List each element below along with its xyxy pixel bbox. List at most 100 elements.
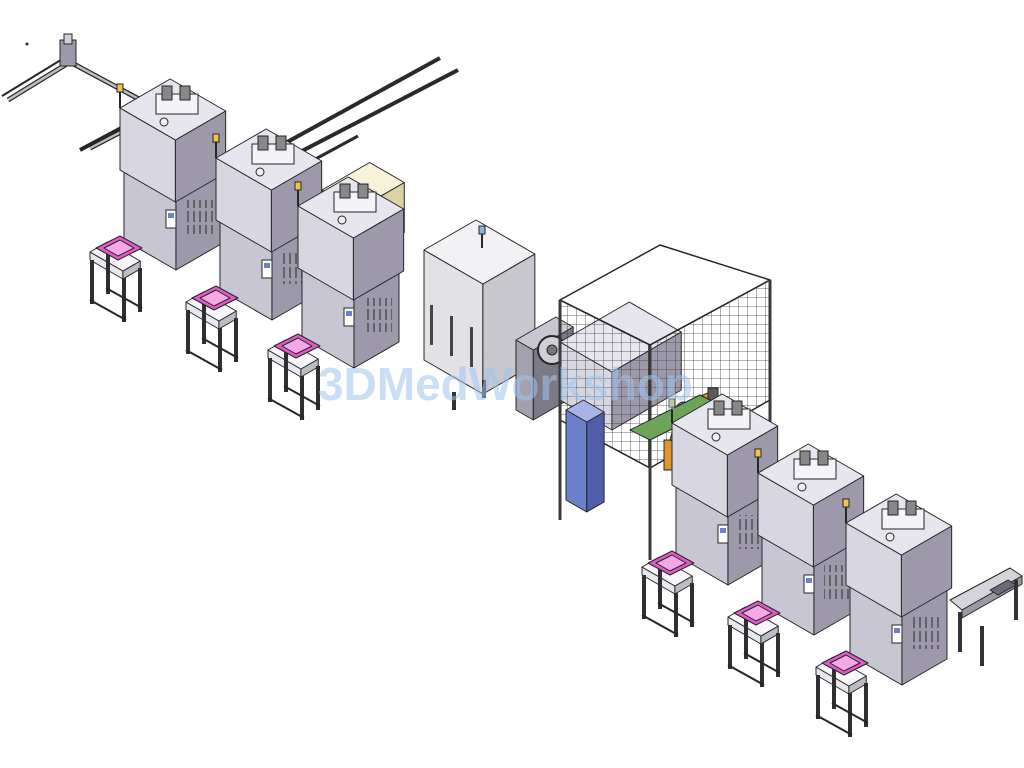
parts-rack-front: [565, 409, 588, 513]
m1-screen: [168, 213, 174, 218]
conveyor-leg: [980, 626, 984, 666]
m5-stand-brace: [743, 652, 781, 674]
m3-stand-leg: [268, 358, 272, 402]
m3-spindle-a: [339, 183, 351, 199]
m3-spindle-b: [357, 183, 369, 199]
cabinet-body: [423, 219, 536, 395]
m2-stand-leg: [186, 310, 190, 354]
m5-stand-leg: [760, 643, 764, 687]
m3-vents: [364, 298, 392, 332]
m2-spindle-b: [275, 135, 287, 151]
m4-tray-inner: [655, 554, 687, 572]
m4-stand-leg: [642, 575, 646, 619]
m1-stand-leg: [90, 260, 94, 304]
process-machine-1: [89, 78, 227, 322]
m1-tray-inner: [103, 239, 135, 257]
cabinet-signal-light: [478, 225, 486, 235]
m1-control-panel: [165, 209, 177, 229]
watermark-text: 3DMedWorkshop: [318, 358, 693, 410]
m6-spindle-b: [905, 500, 917, 516]
m2-gauge: [255, 167, 265, 177]
m1-gauge: [159, 117, 169, 127]
m1-stand-brace: [89, 299, 127, 321]
m3-screen: [346, 311, 352, 316]
m3-gauge: [337, 215, 347, 225]
m6-stand-leg: [864, 683, 868, 727]
m4-stand-brace: [641, 614, 679, 636]
m5-stand-leg: [776, 633, 780, 677]
m3-stand-brace: [267, 397, 305, 419]
m5-stand-leg: [744, 615, 748, 659]
m2-stand-brace: [185, 349, 223, 371]
m5-stand-brace: [727, 664, 765, 686]
m4-spindle-b: [731, 400, 743, 416]
electrical-cabinet: [423, 219, 536, 410]
gantry-rail: [1, 57, 65, 97]
gantry-motor: [63, 33, 73, 45]
m1-spindle-a: [161, 85, 173, 101]
m2-signal-light: [212, 133, 220, 143]
m6-gauge: [885, 532, 895, 542]
parts-rack-side: [586, 411, 605, 513]
m3-control-panel: [343, 307, 355, 327]
m4-stand-brace: [657, 602, 695, 624]
m3-tray-inner: [281, 337, 313, 355]
m2-tray-inner: [199, 289, 231, 307]
m6-spindle-a: [887, 500, 899, 516]
cabinet-leg: [452, 392, 456, 410]
m5-gauge: [797, 482, 807, 492]
m2-stand-leg: [218, 328, 222, 372]
m1-stand-leg: [122, 278, 126, 322]
m1-vents: [186, 200, 214, 234]
m5-tray-inner: [741, 604, 773, 622]
m5-housing: [757, 443, 865, 568]
m2-stand-leg: [202, 300, 206, 344]
m4-control-panel: [717, 524, 729, 544]
cabinet-slot: [430, 305, 433, 345]
m6-vents: [912, 615, 940, 649]
m4-screen: [720, 528, 726, 533]
conveyor-leg: [1014, 580, 1018, 620]
m6-screen: [894, 628, 900, 633]
process-machine-6: [815, 493, 953, 737]
m4-stand-leg: [674, 593, 678, 637]
m3-stand-leg: [316, 366, 320, 410]
m3-stand-brace: [283, 385, 321, 407]
m3-signal-light: [294, 181, 302, 191]
m6-stand-leg: [816, 675, 820, 719]
transfer-hub: [546, 344, 558, 356]
m6-stand-leg: [848, 693, 852, 737]
m5-stand-leg: [728, 625, 732, 669]
m6-signal-light: [842, 498, 850, 508]
m3-stand-leg: [284, 348, 288, 392]
m1-stand-leg: [138, 268, 142, 312]
m1-stand-leg: [106, 250, 110, 294]
cabinet-leg: [482, 380, 486, 398]
process-machine-5: [727, 443, 865, 687]
m3-stand-leg: [300, 376, 304, 420]
m4-stand-leg: [690, 583, 694, 627]
process-machine-3: [267, 176, 405, 420]
m2-stand-leg: [234, 318, 238, 362]
m4-gauge: [711, 432, 721, 442]
parts-rack-top: [565, 399, 605, 423]
robot-safety-cell: [558, 244, 772, 560]
parts-rack: [565, 399, 605, 513]
m2-stand-brace: [201, 337, 239, 359]
m2-control-panel: [261, 259, 273, 279]
m2-spindle-a: [257, 135, 269, 151]
m1-stand-brace: [105, 287, 143, 309]
conveyor-leg: [958, 612, 962, 652]
m5-control-panel: [803, 574, 815, 594]
output-conveyor: [949, 567, 1023, 666]
m1-spindle-b: [179, 85, 191, 101]
m6-control-panel: [891, 624, 903, 644]
cabinet-slot: [450, 316, 453, 356]
gantry-marker: [25, 42, 29, 46]
m6-stand-brace: [815, 714, 853, 736]
m5-spindle-a: [799, 450, 811, 466]
m6-tray-inner: [829, 654, 861, 672]
m6-stand-leg: [832, 665, 836, 709]
